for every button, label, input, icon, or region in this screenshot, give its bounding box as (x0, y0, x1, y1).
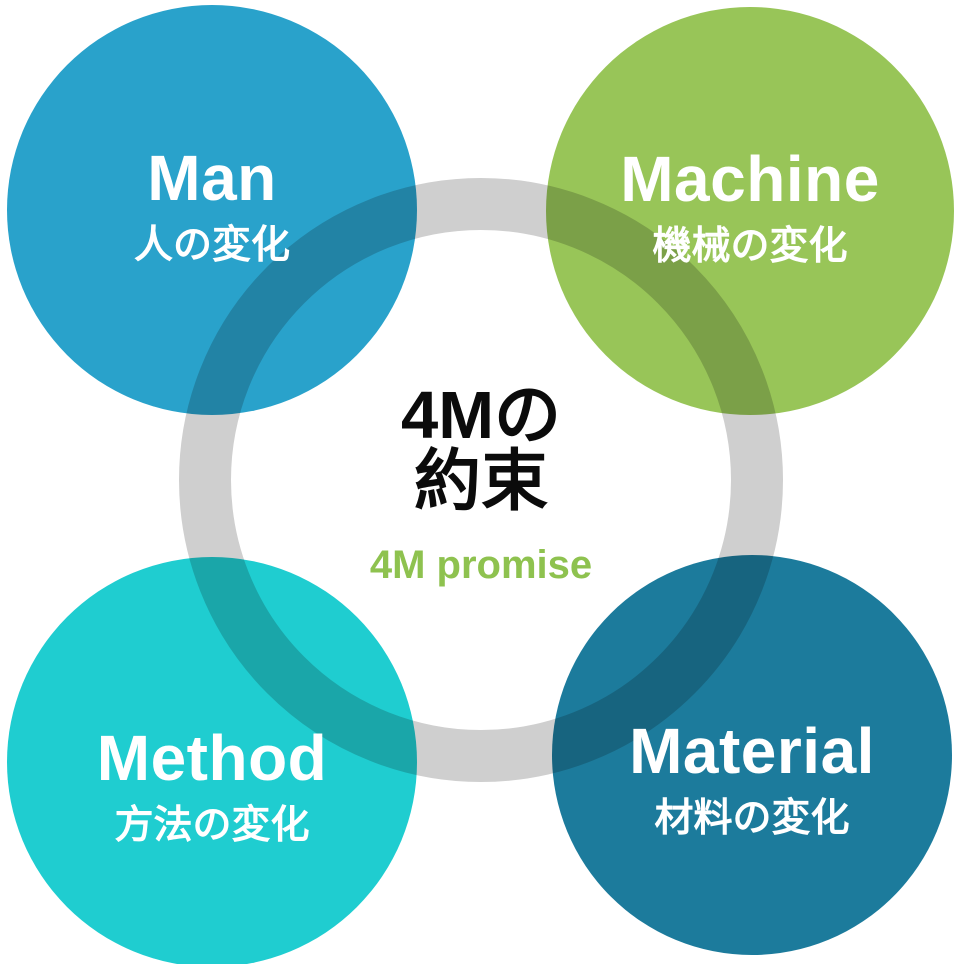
circle-man (7, 5, 417, 415)
circle-machine (546, 7, 954, 415)
center-title-line2: 約束 (414, 444, 548, 519)
circle-material (552, 555, 952, 955)
center-text-block: 4Mの 約束 4M promise (0, 382, 962, 585)
circle-method (7, 557, 417, 964)
